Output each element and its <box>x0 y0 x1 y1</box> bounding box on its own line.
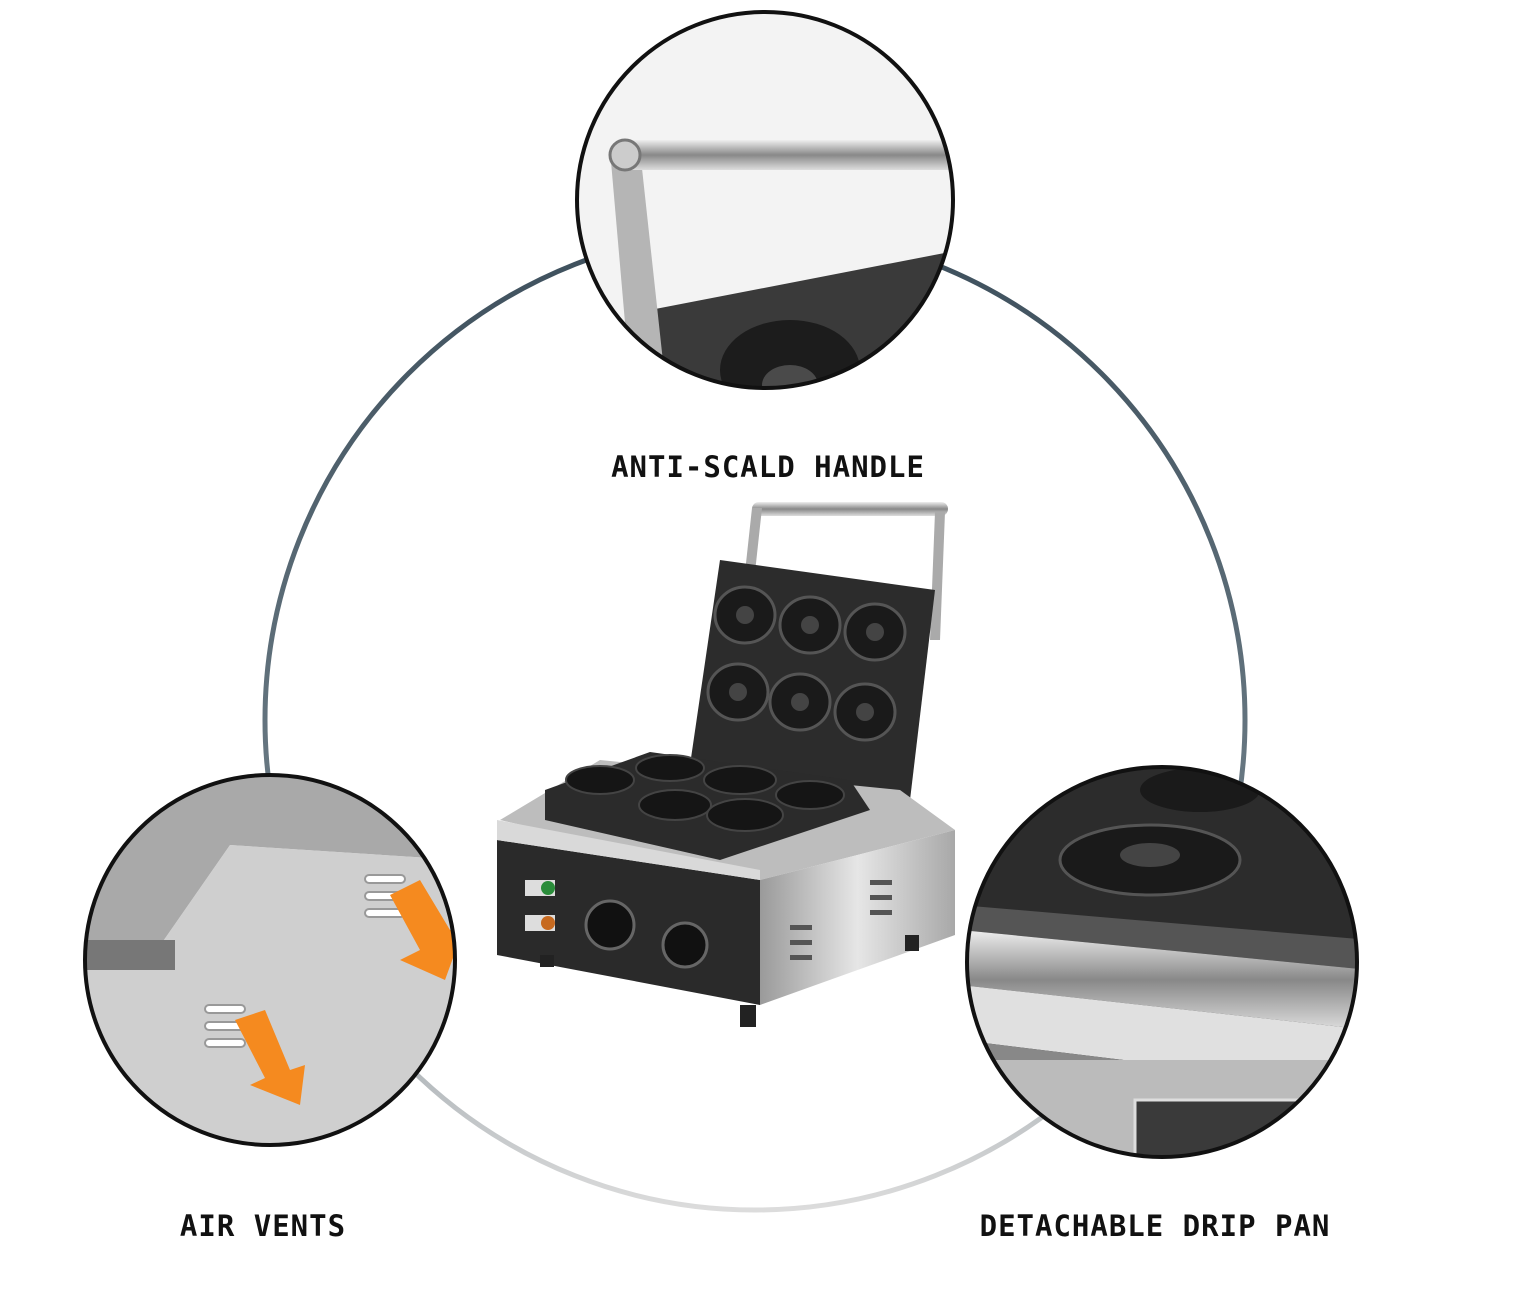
feature-label-detachable-drip-pan: DETACHABLE DRIP PAN <box>979 1209 1331 1243</box>
airflow-arrow-icon <box>235 880 455 1105</box>
donut-maker <box>497 502 955 1027</box>
feature-label-air-vents: AIR VENTS <box>179 1209 347 1243</box>
feature-label-anti-scald-handle: ANTI-SCALD HANDLE <box>611 450 925 484</box>
drip-pan-detail-inset <box>965 765 1359 1159</box>
handle-detail-inset <box>575 10 955 390</box>
air-vents-detail-inset <box>83 773 457 1147</box>
